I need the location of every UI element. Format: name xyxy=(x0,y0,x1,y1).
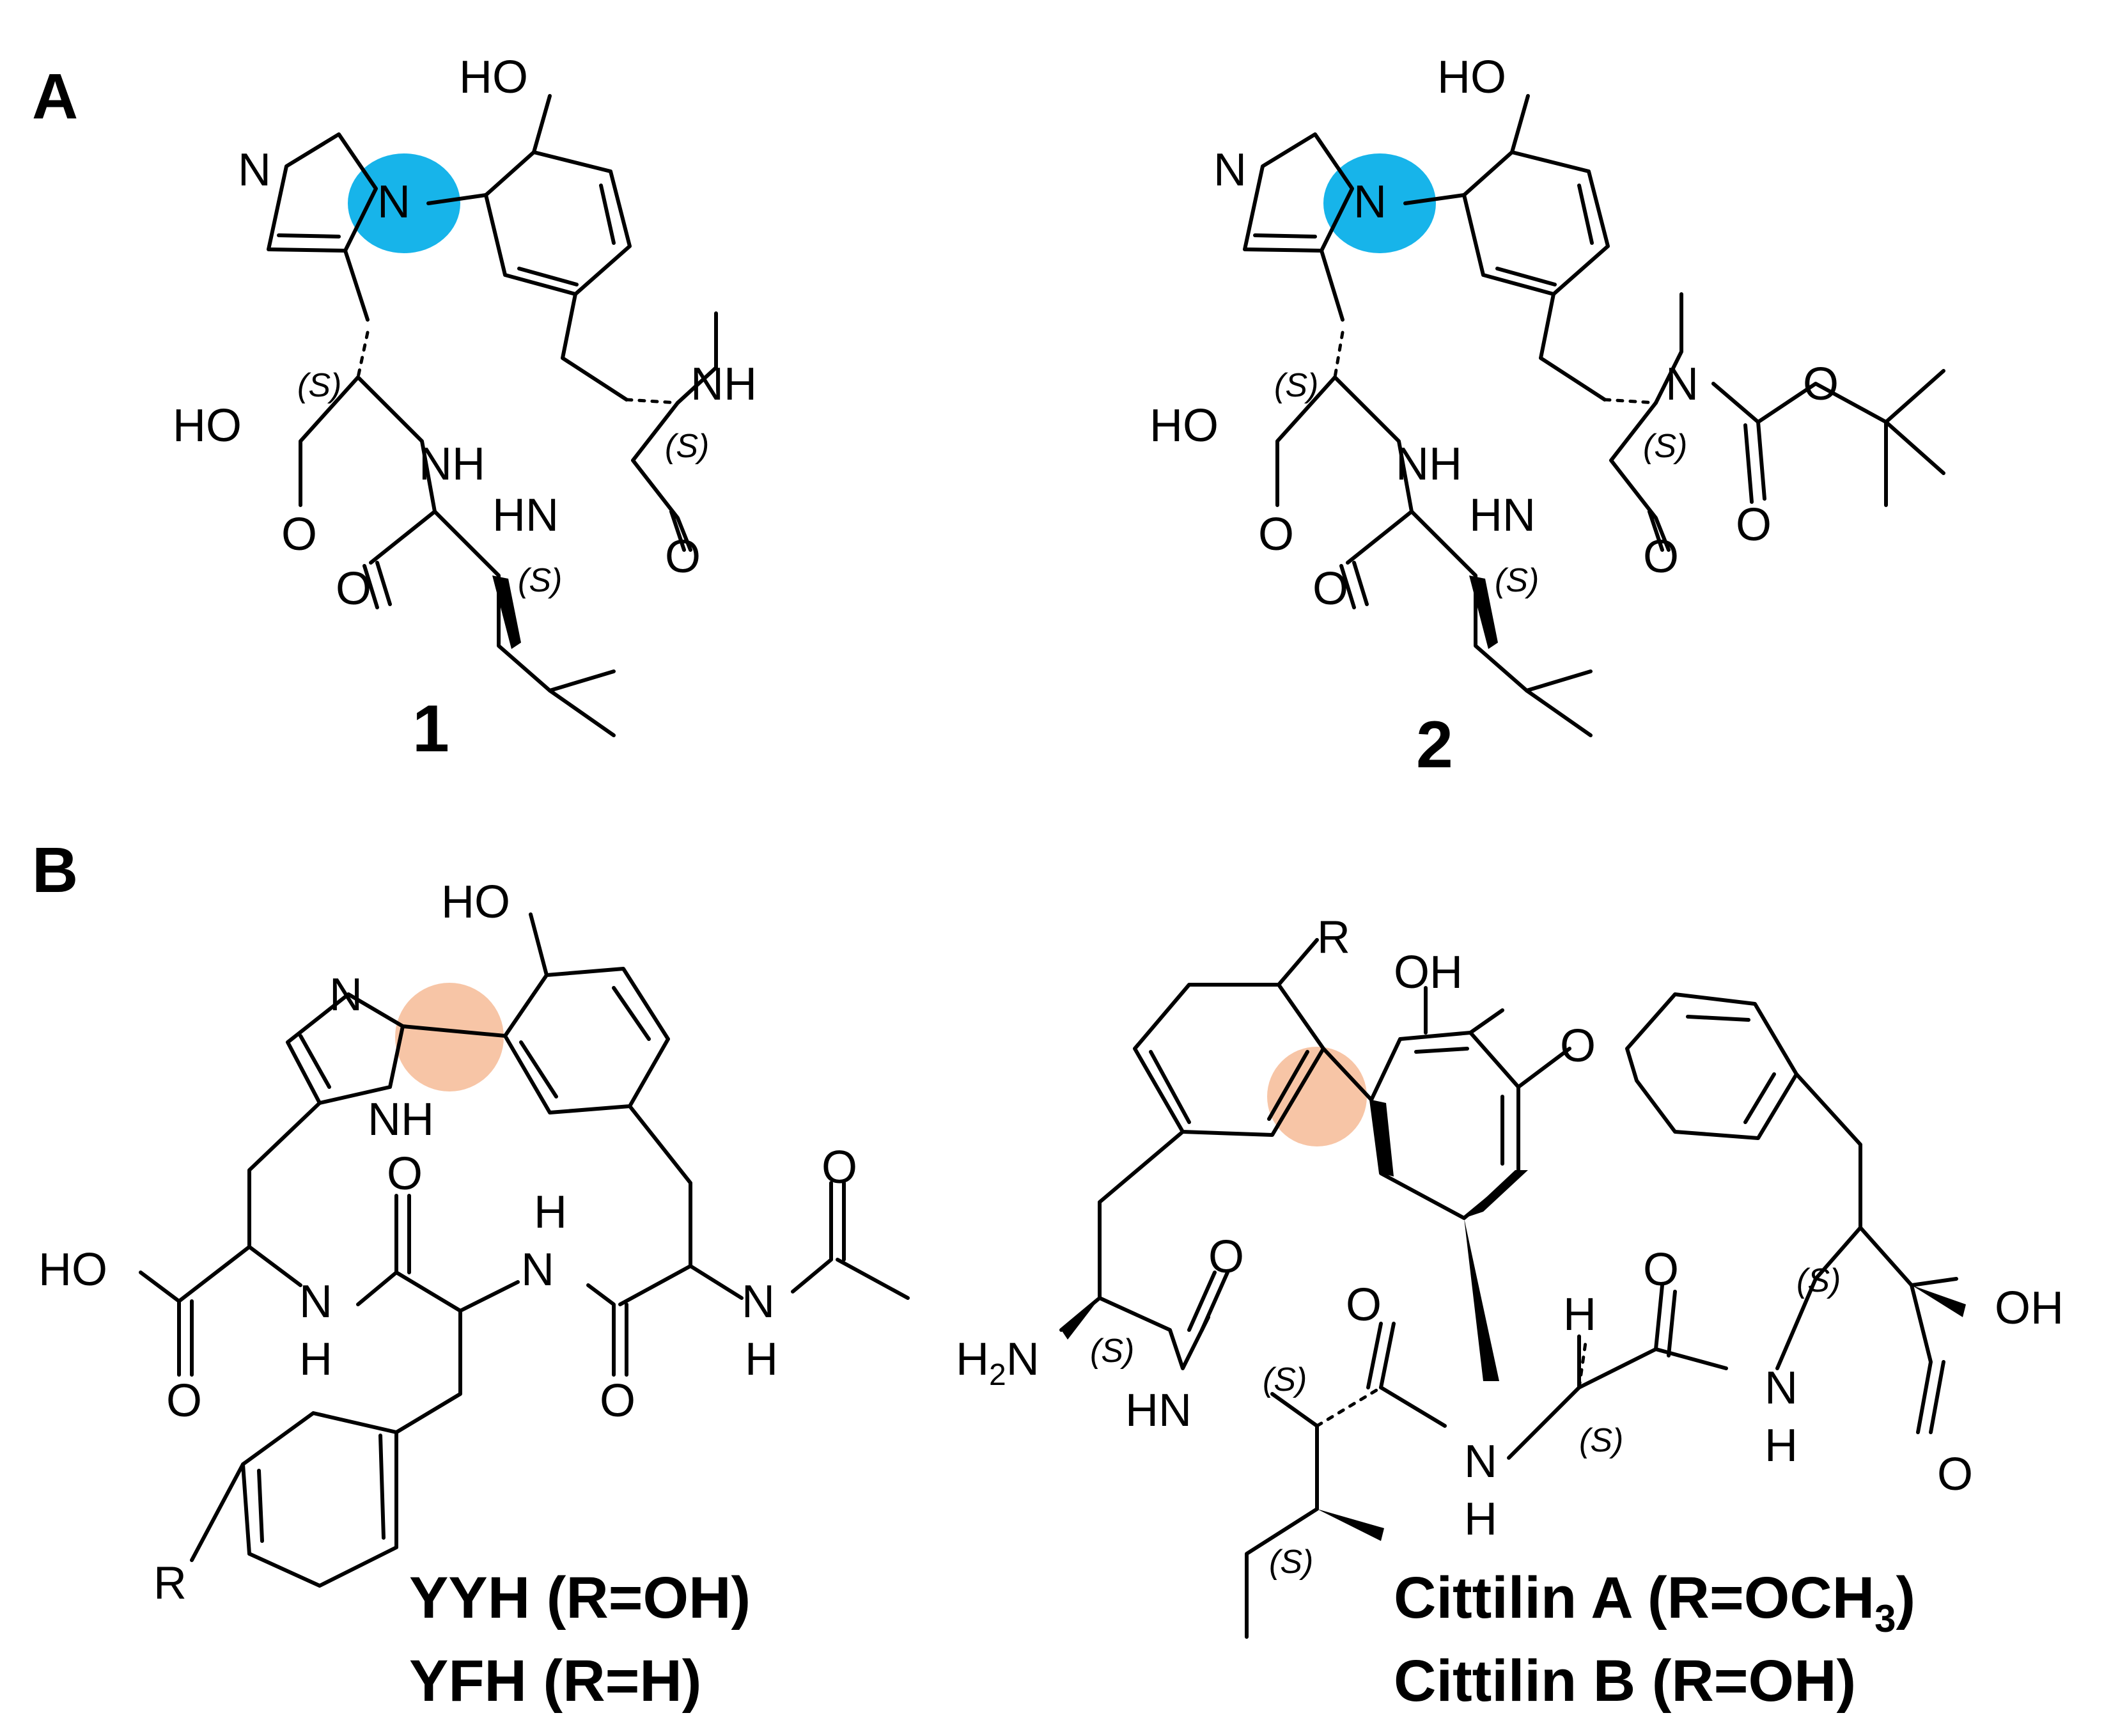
c2-n-link: N xyxy=(1353,176,1387,228)
highlight-n-link-1 xyxy=(348,153,460,253)
c1-stereo-3: (S) xyxy=(518,562,562,599)
c2-o-amide1: O xyxy=(1313,563,1348,614)
highlight-c-c-yyh xyxy=(395,983,504,1091)
panel-label-a: A xyxy=(32,61,78,132)
cittilin-h-alpha: H xyxy=(1563,1289,1596,1340)
c2-n-boc: N xyxy=(1665,359,1699,410)
yyh-nh2-n: N xyxy=(521,1244,554,1295)
yyh-name-line2: YFH (R=H) xyxy=(409,1648,701,1714)
c2-nh-amide: NH xyxy=(1396,439,1462,490)
c2-hn: HN xyxy=(1469,490,1536,541)
c2-stereo-3: (S) xyxy=(1495,562,1539,599)
cittilin-nh2-h: H xyxy=(1464,1494,1497,1545)
cittilin-nh3-n: N xyxy=(1765,1363,1798,1414)
c1-n-imid: N xyxy=(238,145,271,196)
cittilin-o-c1: O xyxy=(1208,1232,1244,1283)
c1-ho: HO xyxy=(459,52,528,103)
c1-nh-amide: NH xyxy=(419,439,485,490)
compound-2-label: 2 xyxy=(1416,708,1453,782)
yyh-nh3-n: N xyxy=(742,1276,775,1327)
cittilin-name-line1: Cittilin A (R=OCH3) xyxy=(1394,1565,1915,1640)
cittilin-nh2-n: N xyxy=(1464,1436,1497,1487)
c2-hooc: HO xyxy=(1149,400,1219,451)
yyh-o-c2: O xyxy=(600,1375,635,1427)
c1-hn: HN xyxy=(492,490,559,541)
cittilin-stereo-5: (S) xyxy=(1269,1544,1313,1581)
yyh-o-c3: O xyxy=(822,1142,857,1193)
cittilin-h2n: H2N xyxy=(956,1334,1040,1392)
cittilin-o-c3: O xyxy=(1643,1244,1679,1295)
c2-ho: HO xyxy=(1437,52,1506,103)
cittilin-oh-top: OH xyxy=(1394,947,1463,998)
compound-yyh: HO N NH HO O N H O H N O N H O R YYH (R=… xyxy=(38,877,910,1714)
compound-2: HO N N N O O HO O NH O HN O (S) (S) (S) … xyxy=(1149,52,1945,782)
yyh-nh-imid: NH xyxy=(368,1094,434,1145)
c2-stereo-2: (S) xyxy=(1643,428,1687,465)
c1-n-link: N xyxy=(377,176,410,228)
c1-o-amide1: O xyxy=(336,563,371,614)
compound-cittilin: R OH O H2N O HN O N H H O N H OH O (S) (… xyxy=(956,912,2064,1714)
cittilin-r: R xyxy=(1317,912,1350,963)
c2-o-acid: O xyxy=(1258,509,1294,560)
yyh-o-acid: O xyxy=(166,1375,202,1427)
yyh-nh1-h: H xyxy=(299,1334,332,1385)
c1-stereo-1: (S) xyxy=(297,367,341,404)
c1-o-amide2: O xyxy=(665,531,701,583)
yyh-o-c1: O xyxy=(387,1148,423,1200)
cittilin-stereo-2: (S) xyxy=(1263,1361,1307,1398)
cittilin-stereo-4: (S) xyxy=(1796,1262,1841,1299)
cittilin-stereo-1: (S) xyxy=(1090,1333,1134,1370)
cittilin-o-acid: O xyxy=(1937,1449,1973,1500)
c1-o-acid: O xyxy=(281,509,317,560)
yyh-r: R xyxy=(153,1558,187,1609)
yyh-ho: HO xyxy=(441,877,510,928)
cittilin-name-line2: Cittilin B (R=OH) xyxy=(1394,1648,1856,1714)
c2-stereo-1: (S) xyxy=(1274,367,1318,404)
compound-1: HO N N NH HO O NH O HN O (S) (S) (S) 1 xyxy=(173,52,757,766)
cittilin-stereo-3: (S) xyxy=(1579,1422,1623,1459)
yyh-name-line1: YYH (R=OH) xyxy=(409,1565,751,1630)
c1-stereo-2: (S) xyxy=(665,428,709,465)
highlight-n-link-2 xyxy=(1323,153,1436,253)
c1-hooc: HO xyxy=(173,400,242,451)
svg-text:H2N: H2N xyxy=(956,1334,1040,1392)
c2-o-amide2: O xyxy=(1643,531,1679,583)
cittilin-o-ether: O xyxy=(1560,1020,1596,1072)
yyh-nh2-h: H xyxy=(534,1187,567,1238)
cittilin-oh-acid: OH xyxy=(1995,1283,2064,1334)
panel-label-b: B xyxy=(32,834,78,906)
yyh-nh1-n: N xyxy=(299,1276,332,1327)
compound-1-label: 1 xyxy=(412,692,449,766)
cittilin-o-c2: O xyxy=(1346,1279,1382,1331)
c2-o-carbonyl: O xyxy=(1736,499,1772,551)
c1-nh-methyl: NH xyxy=(690,359,757,410)
c2-o-ester: O xyxy=(1803,359,1839,410)
highlight-c-c-cittilin xyxy=(1267,1047,1367,1146)
yyh-hooc: HO xyxy=(38,1244,107,1295)
cittilin-hn1: HN xyxy=(1125,1385,1192,1436)
yyh-nh3-h: H xyxy=(745,1334,778,1385)
c2-n-imid: N xyxy=(1213,145,1247,196)
yyh-n-imid: N xyxy=(329,969,362,1020)
cittilin-nh3-h: H xyxy=(1765,1420,1798,1471)
